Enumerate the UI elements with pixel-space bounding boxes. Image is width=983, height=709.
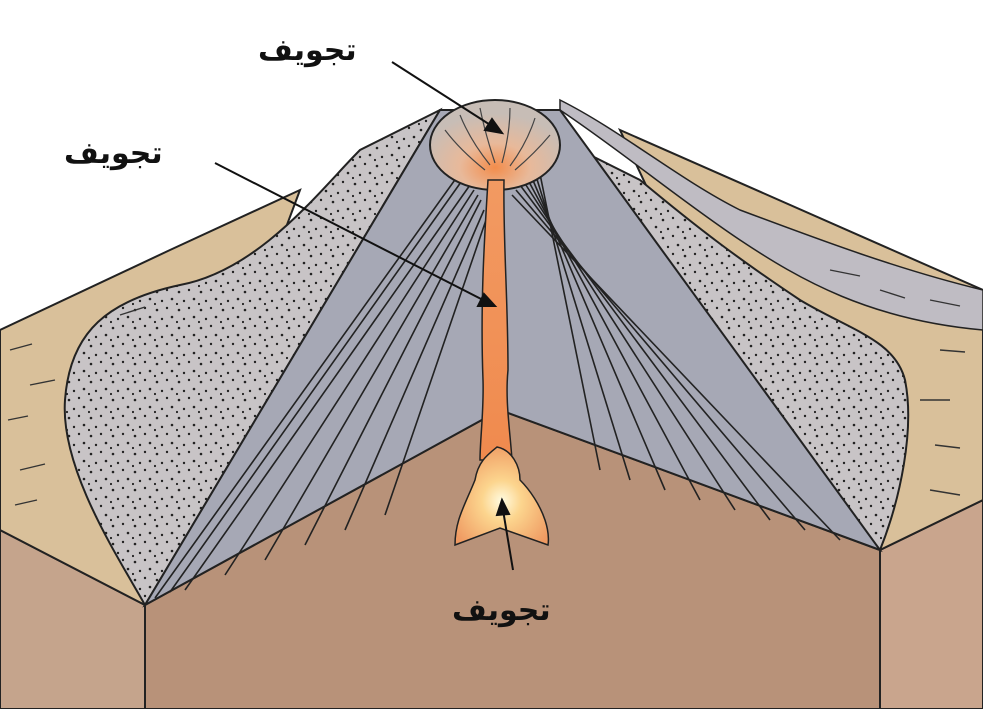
- crater-lines: [444, 107, 551, 171]
- label-conduit: تجويف: [64, 136, 163, 171]
- lava-layer-lines: [154, 169, 841, 599]
- ground-texture: [7, 269, 966, 506]
- label-chamber: تجويف: [452, 593, 551, 628]
- magma-chamber: [454, 446, 550, 547]
- ash-upper-right: [559, 98, 983, 331]
- ash-flank-left-dots: [64, 110, 441, 605]
- pointer-arrows: [214, 61, 514, 571]
- lava-layers-cone: [142, 109, 883, 608]
- label-crater: تجويف: [258, 33, 357, 68]
